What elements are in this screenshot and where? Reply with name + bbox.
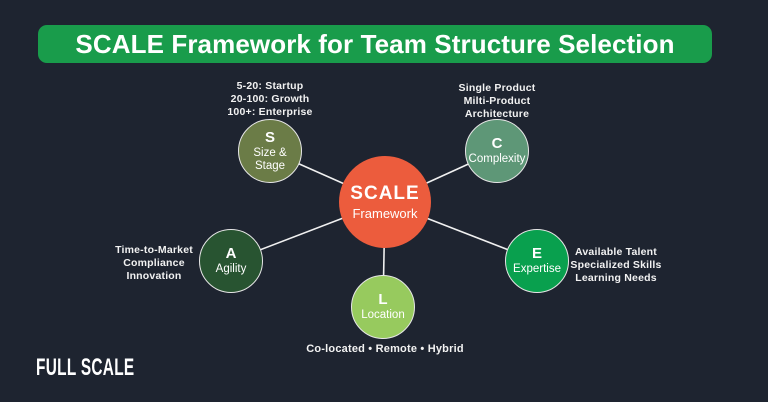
node-label-location: Location <box>361 309 405 321</box>
page-title: SCALE Framework for Team Structure Selec… <box>75 28 675 59</box>
note-line: Innovation <box>126 270 182 282</box>
center-node-title: SCALE <box>350 183 420 204</box>
node-letter-a: A <box>225 245 237 262</box>
node-letter-e: E <box>531 245 542 262</box>
node-size-stage: S Size & Stage <box>238 119 302 183</box>
node-label-expertise: Expertise <box>513 263 561 275</box>
node-label-agility: Agility <box>215 263 247 275</box>
node-expertise: E Expertise <box>505 229 569 293</box>
note-line: Time-to-Market <box>115 244 193 256</box>
note-line: 20-100: Growth <box>230 93 310 105</box>
node-agility: A Agility <box>199 229 263 293</box>
note-line: Available Talent <box>575 246 657 258</box>
note-expertise: Available Talent Specialized Skills Lear… <box>546 246 686 285</box>
title-banner: SCALE Framework for Team Structure Selec… <box>38 25 712 63</box>
note-line: Co-located • Remote • Hybrid <box>306 343 464 355</box>
note-line: Compliance <box>123 257 185 269</box>
note-line: Learning Needs <box>575 272 657 284</box>
node-letter-c: C <box>491 135 503 152</box>
note-location: Co-located • Remote • Hybrid <box>275 343 495 356</box>
node-label-size-stage: Size & Stage <box>253 146 287 172</box>
note-size-stage: 5-20: Startup 20-100: Growth 100+: Enter… <box>200 80 340 119</box>
node-complexity: C Complexity <box>465 119 529 183</box>
note-line: Single Product <box>458 82 536 94</box>
node-label-complexity: Complexity <box>468 153 526 165</box>
node-letter-s: S <box>264 128 275 146</box>
note-line: 100+: Enterprise <box>227 106 313 118</box>
center-node-subtitle: Framework <box>352 206 418 221</box>
node-location: L Location <box>351 275 415 339</box>
note-line: Architecture <box>464 108 530 120</box>
note-line: Milti-Product <box>463 95 531 107</box>
node-letter-l: L <box>378 291 388 308</box>
note-agility: Time-to-Market Compliance Innovation <box>84 244 224 283</box>
note-line: Specialized Skills <box>570 259 662 271</box>
full-scale-logo: FULL SCALE <box>36 354 135 381</box>
note-complexity: Single Product Milti-Product Architectur… <box>427 82 567 121</box>
note-line: 5-20: Startup <box>236 80 304 92</box>
node-center-scale-framework: SCALE Framework <box>339 156 431 248</box>
